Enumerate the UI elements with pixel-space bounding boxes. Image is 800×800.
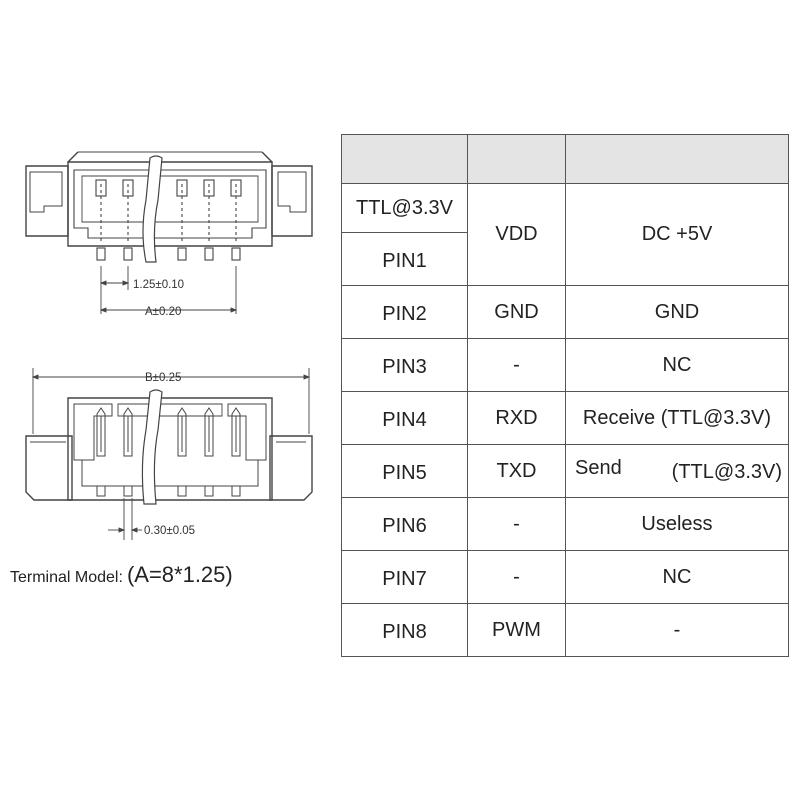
description-cell: Useless	[565, 497, 789, 551]
pin-cell: PIN6	[341, 497, 468, 551]
terminal-model-value: (A=8*1.25)	[126, 562, 233, 587]
description-cell: -	[565, 603, 789, 657]
header-cell-description	[565, 134, 789, 184]
table-row: PIN6 - Useless	[341, 497, 789, 551]
table-row: PIN1	[341, 232, 789, 286]
description-cell: GND	[565, 285, 789, 339]
description-send: Send	[575, 457, 622, 479]
description-cell: DC +5V	[565, 183, 789, 286]
table-row: PIN4 RXD Receive (TTL@3.3V)	[341, 391, 789, 445]
pin-cell: PIN8	[341, 603, 468, 657]
break-band-bottom	[141, 389, 163, 505]
table-row: TTL@3.3V VDD DC +5V	[341, 183, 789, 286]
housing-outline	[67, 161, 273, 247]
signal-cell: -	[467, 497, 566, 551]
description-send-voltage: (TTL@3.3V)	[671, 461, 782, 483]
left-solder-tab	[25, 435, 73, 501]
pitch-label: 1.25±0.10	[133, 279, 184, 291]
description-cell: Receive (TTL@3.3V)	[565, 391, 789, 445]
header-cell-signal	[467, 134, 566, 184]
connector-side-view: B±0.25	[25, 368, 313, 540]
table-header-row	[341, 134, 789, 184]
description-cell: Send (TTL@3.3V)	[565, 444, 789, 498]
pin-cell: PIN7	[341, 550, 468, 604]
signal-cell: PWM	[467, 603, 566, 657]
description-cell: NC	[565, 550, 789, 604]
table-row: PIN2 GND GND	[341, 285, 789, 339]
terminal-model-label: Terminal Model:	[10, 569, 123, 586]
description-cell: NC	[565, 338, 789, 392]
signal-cell: TXD	[467, 444, 566, 498]
a-dimension-label: A±0.20	[145, 306, 181, 318]
pin-width-label: 0.30±0.05	[144, 525, 195, 537]
pin-width-dimension	[108, 498, 142, 540]
pin-cell: PIN3	[341, 338, 468, 392]
signal-cell: VDD	[467, 183, 566, 286]
pin-table: TTL@3.3V VDD DC +5V PIN1 PIN2 GND GND PI…	[341, 134, 789, 657]
b-dimension	[31, 368, 311, 434]
pin-cell: TTL@3.3V	[341, 183, 468, 233]
signal-cell: GND	[467, 285, 566, 339]
contact-blades	[96, 407, 241, 497]
pin-cell: PIN4	[341, 391, 468, 445]
signal-cell: -	[467, 338, 566, 392]
contact-pins-top	[95, 179, 242, 261]
table-row: PIN7 - NC	[341, 550, 789, 604]
terminal-model: Terminal Model:(A=8*1.25)	[10, 562, 233, 588]
header-cell-pin	[341, 134, 468, 184]
pitch-dimension	[99, 266, 238, 314]
b-dimension-label: B±0.25	[145, 372, 181, 384]
side-housing	[67, 397, 273, 501]
table-row: PIN3 - NC	[341, 338, 789, 392]
break-band	[142, 155, 163, 263]
connector-front-view: 1.25±0.10 A±0.20	[25, 151, 313, 318]
table-row: PIN5 TXD Send (TTL@3.3V)	[341, 444, 789, 498]
pin-cell: PIN1	[341, 232, 468, 286]
right-solder-tab	[269, 435, 313, 501]
table-row: PIN8 PWM -	[341, 603, 789, 657]
pin-cell: PIN5	[341, 444, 468, 498]
pin-cell: PIN2	[341, 285, 468, 339]
signal-cell: RXD	[467, 391, 566, 445]
signal-cell: -	[467, 550, 566, 604]
